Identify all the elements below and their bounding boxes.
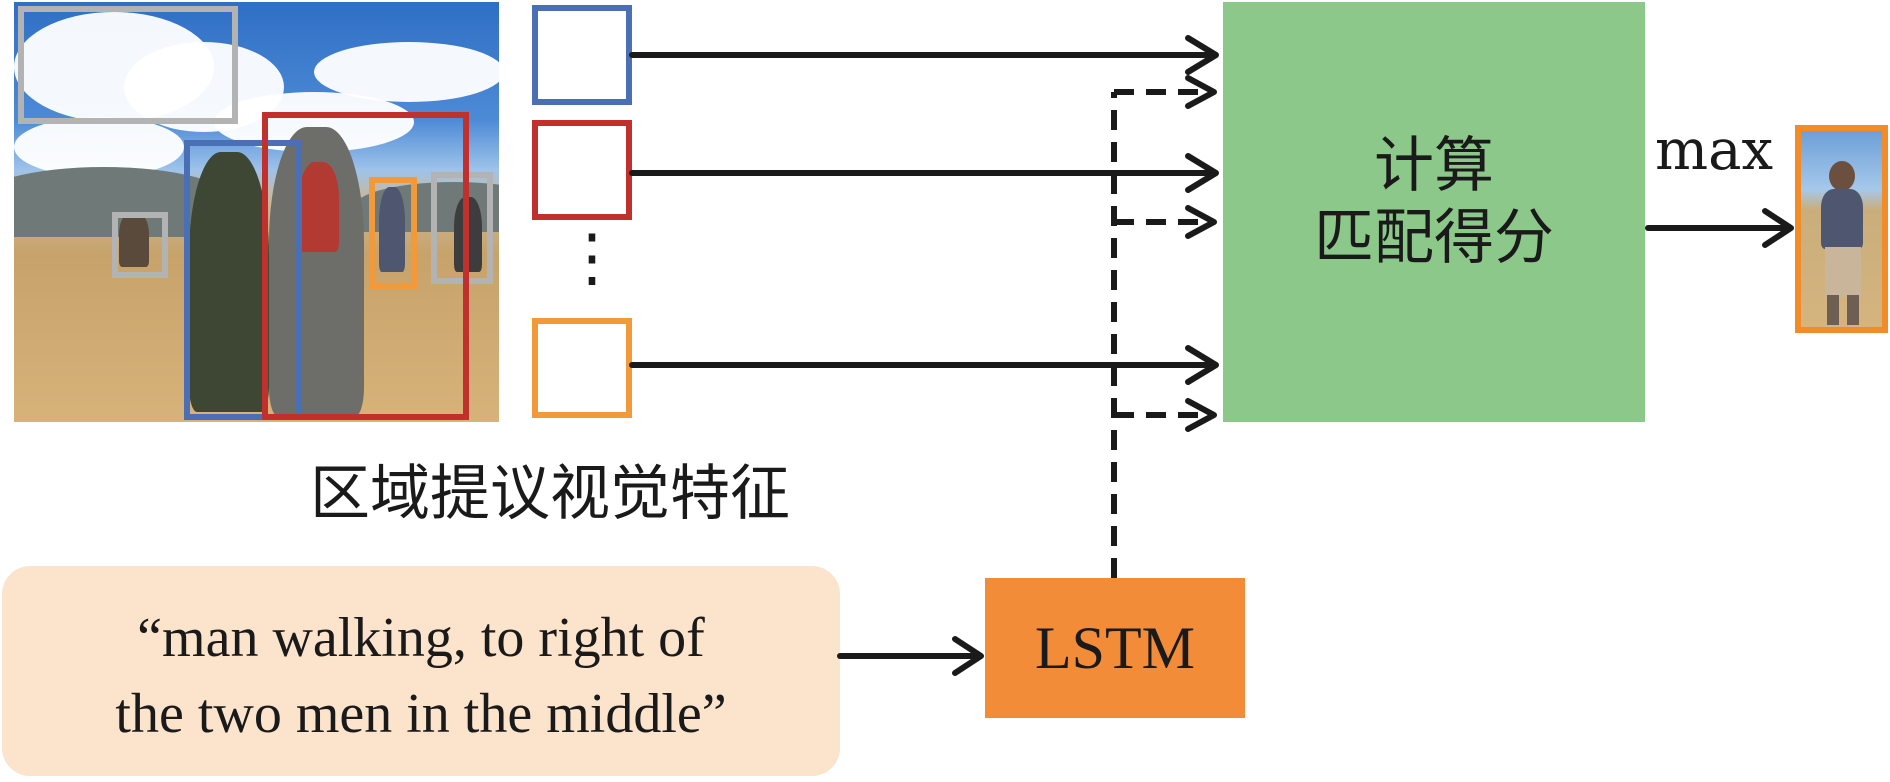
output-region-image	[1795, 125, 1888, 333]
region-box-blue	[184, 140, 302, 420]
query-text-box: “man walking, to right of the two men in…	[2, 566, 840, 776]
lstm-box: LSTM	[985, 578, 1245, 718]
feature-box-orange	[532, 318, 632, 418]
region-box-gray-right	[431, 172, 493, 284]
lstm-label: LSTM	[1034, 615, 1196, 681]
query-line-2: the two men in the middle”	[115, 683, 727, 745]
region-features-label: 区域提议视觉特征	[310, 459, 790, 529]
max-label: max	[1655, 118, 1774, 183]
region-box-orange	[369, 177, 417, 289]
region-box-gray-sky	[18, 6, 238, 124]
score-line-1: 计算	[1374, 131, 1494, 201]
region-box-gray-small	[112, 212, 168, 278]
query-line-1: “man walking, to right of	[137, 607, 705, 669]
input-image	[14, 2, 499, 422]
feature-box-red	[532, 120, 632, 220]
match-score-box: 计算 匹配得分	[1223, 2, 1645, 422]
score-line-2: 匹配得分	[1314, 203, 1554, 273]
ellipsis: ⋮	[560, 221, 624, 295]
region-box-red	[262, 112, 469, 420]
